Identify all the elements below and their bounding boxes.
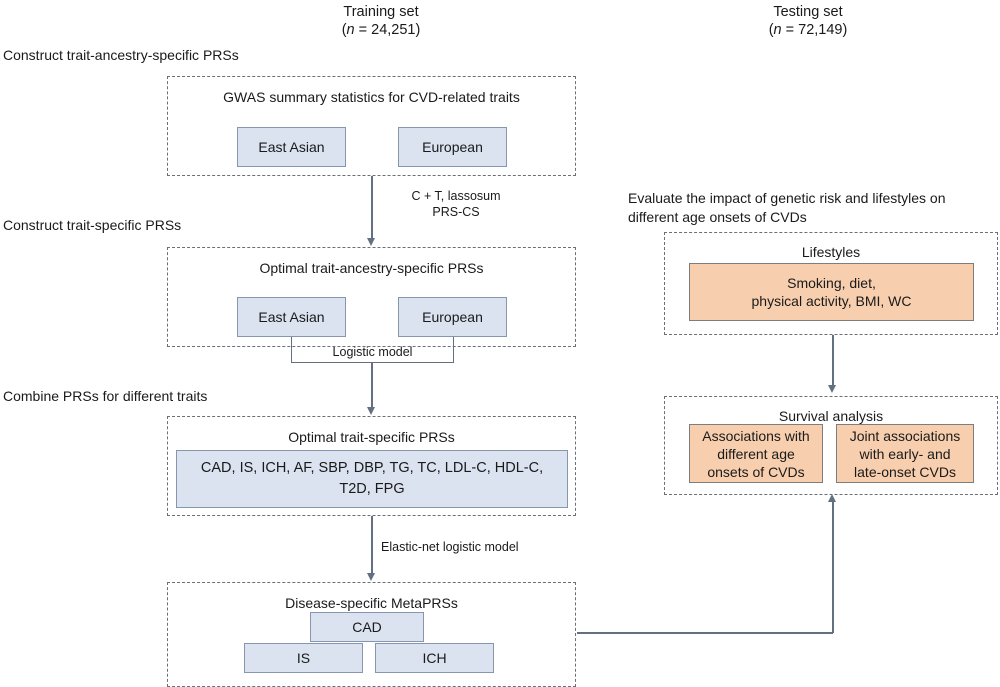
right-section-title-line1: Evaluate the impact of genetic risk and …: [628, 190, 946, 206]
connector-logistic-to-optimal-trait: [371, 363, 373, 407]
node-gwas-east-asian[interactable]: East Asian: [237, 127, 346, 167]
stage-label-construct-trait-specific: Construct trait-specific PRSs: [3, 217, 182, 233]
group-optimal-trait-specific: Optimal trait-specific PRSs: [167, 416, 576, 516]
arrow-optimal-trait-to-metaprs: [367, 573, 376, 581]
node-survival-joint-line2: with early- and: [859, 445, 951, 462]
node-gwas-european[interactable]: European: [398, 127, 507, 167]
edge-label-elastic-net: Elastic-net logistic model: [381, 540, 519, 554]
group-gwas-title: GWAS summary statistics for CVD-related …: [223, 89, 520, 105]
training-set-count: (n = 24,251): [341, 22, 421, 38]
bracket-logistic-model: [291, 337, 454, 363]
node-survival-assoc-line3: onsets of CVDs: [707, 463, 805, 480]
node-survival-joint-associations[interactable]: Joint associations with early- and late-…: [836, 424, 974, 483]
group-lifestyles-title: Lifestyles: [801, 244, 861, 260]
group-optimal-trait-ancestry: Optimal trait-ancestry-specific PRSs: [167, 247, 576, 347]
connector-lifestyles-to-survival: [832, 335, 834, 385]
training-set-title: Training set: [343, 4, 419, 20]
edge-label-prs-methods-line2: PRS-CS: [432, 205, 480, 219]
testing-set-title: Testing set: [773, 4, 843, 20]
group-gwas-summary: GWAS summary statistics for CVD-related …: [167, 76, 576, 176]
node-metaprs-ich[interactable]: ICH: [375, 643, 494, 673]
right-section-title-line2: different age onsets of CVDs: [628, 209, 807, 225]
node-metaprs-cad[interactable]: CAD: [310, 612, 424, 642]
n-symbol: n: [773, 22, 782, 38]
n-symbol: n: [346, 22, 355, 38]
edge-label-prs-methods-line1: C + T, lassosum: [411, 189, 501, 203]
testing-set-header: Testing set (n = 72,149): [708, 3, 908, 39]
node-trait-list-line1: CAD, IS, ICH, AF, SBP, DBP, TG, TC, LDL-…: [200, 460, 544, 476]
node-metaprs-is[interactable]: IS: [244, 643, 363, 673]
node-lifestyles-line2: physical activity, BMI, WC: [751, 293, 912, 309]
node-optimal-european[interactable]: European: [398, 297, 507, 337]
stage-label-combine-prs: Combine PRSs for different traits: [3, 388, 208, 404]
right-section-title: Evaluate the impact of genetic risk and …: [628, 189, 988, 227]
node-survival-associations-age-onset[interactable]: Associations with different age onsets o…: [689, 424, 823, 483]
node-lifestyles-content[interactable]: Smoking, diet, physical activity, BMI, W…: [689, 263, 974, 321]
edge-label-logistic-model: Logistic model: [332, 345, 413, 359]
group-lifestyles: Lifestyles: [664, 232, 998, 335]
testing-set-count: (n = 72,149): [768, 22, 848, 38]
node-survival-assoc-line2: different age: [717, 445, 795, 462]
group-metaprs-title: Disease-specific MetaPRSs: [285, 595, 458, 611]
node-optimal-east-asian[interactable]: East Asian: [237, 297, 346, 337]
connector-optimal-trait-to-metaprs: [371, 516, 373, 573]
group-optimal-trait-specific-title: Optimal trait-specific PRSs: [288, 429, 455, 445]
node-survival-joint-line1: Joint associations: [849, 427, 961, 444]
edge-label-prs-methods: C + T, lassosum PRS-CS: [381, 188, 531, 220]
arrow-logistic-to-optimal-trait: [367, 407, 376, 415]
node-trait-list[interactable]: CAD, IS, ICH, AF, SBP, DBP, TG, TC, LDL-…: [176, 450, 568, 508]
group-optimal-trait-ancestry-title: Optimal trait-ancestry-specific PRSs: [259, 260, 484, 276]
connector-metaprs-to-survival-horizontal: [577, 632, 833, 634]
group-survival-title: Survival analysis: [778, 408, 884, 424]
node-survival-joint-line3: late-onset CVDs: [854, 463, 956, 480]
connector-gwas-to-optimal-ancestry: [371, 176, 373, 238]
arrow-metaprs-to-survival: [828, 494, 837, 502]
stage-label-construct-trait-ancestry: Construct trait-ancestry-specific PRSs: [3, 47, 239, 63]
training-set-header: Training set (n = 24,251): [281, 3, 481, 39]
node-survival-assoc-line1: Associations with: [702, 427, 810, 444]
arrow-lifestyles-to-survival: [828, 385, 837, 393]
connector-metaprs-to-survival-vertical: [832, 502, 834, 633]
node-trait-list-line2: T2D, FPG: [339, 481, 405, 497]
node-lifestyles-line1: Smoking, diet,: [787, 275, 876, 291]
arrow-gwas-to-optimal-ancestry: [367, 238, 376, 246]
